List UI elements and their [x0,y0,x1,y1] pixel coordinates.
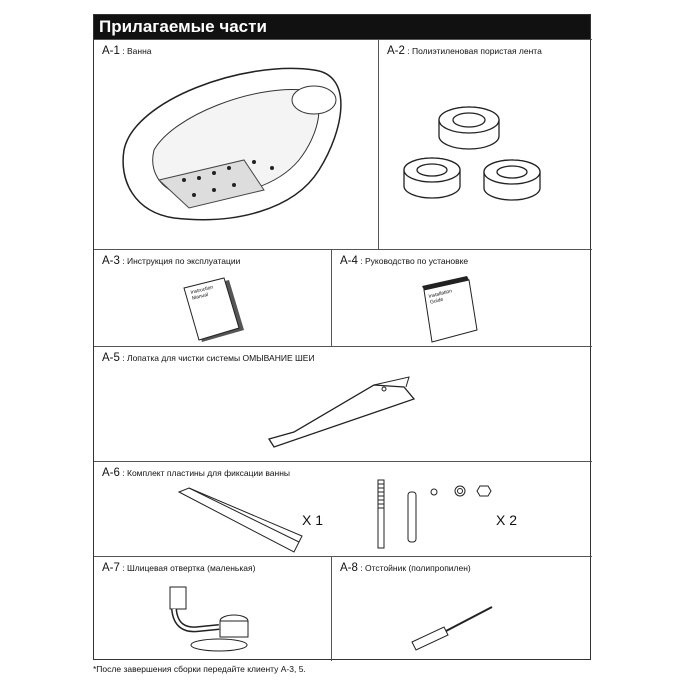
parts-table: Прилагаемые части A-1 : Ванна A-2 : Поли… [93,14,592,661]
part-id: A-1 [102,45,120,57]
installation-guide-illustration [422,276,478,343]
part-name: Руководство по установке [365,256,469,266]
manual-book-illustration [183,277,244,342]
part-id: A-6 [102,467,120,479]
part-name: Инструкция по эксплуатации [127,256,241,266]
part-name: Комплект пластины для фиксации ванны [127,468,291,478]
part-a6: A-6 : Комплект пластины для фиксации ван… [94,461,592,556]
drain-trap-illustration [169,586,249,652]
part-name: Отстойник (полипропилен) [365,563,471,573]
part-name: Лопатка для чистки системы ОМЫВАНИЕ ШЕИ [127,353,315,363]
bathtub-illustration [122,67,342,221]
part-a5: A-5 : Лопатка для чистки системы ОМЫВАНИ… [94,346,592,461]
plate-quantity: X 1 [302,512,324,528]
footnote: *После завершения сборки передайте клиен… [93,664,306,674]
part-id: A-2 [387,45,405,57]
part-a1: A-1 : Ванна [94,39,378,249]
mounting-hardware-illustration [177,479,492,553]
part-id: A-4 [340,255,358,267]
part-name: Ванна [127,46,152,56]
hardware-quantity: X 2 [496,512,518,528]
cleaning-spatula-illustration [267,376,416,448]
screwdriver-illustration [411,606,493,651]
part-a2: A-2 : Полиэтиленовая пористая лента [378,39,592,249]
part-name: Полиэтиленовая пористая лента [412,46,542,56]
part-id: A-7 [102,562,120,574]
part-name: Шлицевая отвертка (маленькая) [127,563,256,573]
page-title: Прилагаемые части [94,15,590,39]
part-a7: A-7 : Шлицевая отвертка (маленькая) [94,556,331,661]
part-a8: A-8 : Отстойник (полипропилен) [331,556,592,661]
part-a4: A-4 : Руководство по установке Installat… [331,249,592,346]
part-id: A-5 [102,352,120,364]
part-id: A-3 [102,255,120,267]
part-id: A-8 [340,562,358,574]
foam-tape-illustration [403,106,541,201]
part-a3: A-3 : Инструкция по эксплуатации Instruc… [94,249,331,346]
